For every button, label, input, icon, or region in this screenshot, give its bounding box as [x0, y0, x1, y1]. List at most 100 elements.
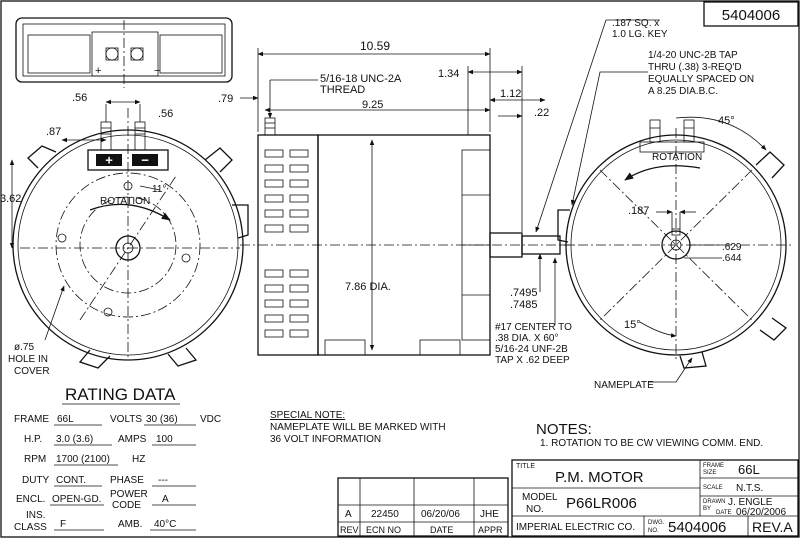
rev-value: A: [345, 509, 352, 520]
ins-label-1: INS.: [26, 510, 45, 521]
amb-value: 40°C: [154, 519, 176, 530]
date-header: DATE: [430, 525, 453, 535]
drawn-label-1: DRAWN: [703, 499, 725, 505]
dwg-label-2: NO.: [648, 528, 659, 534]
right-rotation-label: ROTATION: [652, 152, 702, 163]
frame-value: 66L: [57, 414, 74, 425]
dim-079: .79: [218, 93, 233, 105]
hole-note-2: HOLE IN: [8, 354, 48, 365]
notes: NOTES: 1. ROTATION TO BE CW VIEWING COMM…: [536, 421, 763, 449]
svg-text:−: −: [141, 153, 149, 168]
hz-label: HZ: [132, 454, 145, 465]
ecn-header: ECN NO: [366, 525, 401, 535]
drawn-by: J. ENGLE: [728, 497, 773, 508]
frame-label: FRAME: [14, 414, 49, 425]
shaft-dia-2: .7485: [510, 299, 538, 311]
angle-15: 15°: [624, 319, 641, 331]
dim-diameter: 7.86 DIA.: [345, 281, 391, 293]
key-note-2: 1.0 LG. KEY: [612, 29, 668, 40]
special-note-title: SPECIAL NOTE:: [270, 410, 345, 421]
date-label: DATE: [716, 510, 732, 516]
hole-note-1: ø.75: [14, 342, 34, 353]
scale-value: N.T.S.: [736, 483, 763, 494]
date-value: 06/20/06: [421, 509, 460, 520]
notes-item-1: 1. ROTATION TO BE CW VIEWING COMM. END.: [540, 438, 763, 449]
hp-value: 3.0 (3.6): [56, 434, 93, 445]
dwg-value: 5404006: [668, 519, 726, 536]
rev-header: REV: [340, 525, 359, 535]
special-note: SPECIAL NOTE: NAMEPLATE WILL BE MARKED W…: [270, 410, 446, 445]
dim-087: .87: [46, 126, 61, 138]
title-block: TITLE P.M. MOTOR MODEL NO. P66LR006 IMPE…: [511, 459, 799, 537]
left-rotation-label: ROTATION: [100, 196, 150, 207]
volts-label: VOLTS: [110, 414, 142, 425]
terminal-box-top-view: + −: [15, 17, 233, 88]
rating-title: RATING DATA: [65, 385, 176, 404]
appr-value: JHE: [480, 509, 499, 520]
tap-note-1: 1/4-20 UNC-2B TAP: [648, 50, 738, 61]
drawing-number-top: 5404006: [722, 7, 780, 24]
rev-label: REV.A: [752, 519, 793, 535]
revision-table: A 22450 06/20/06 JHE REV ECN NO DATE APP…: [337, 477, 509, 537]
dim-056-right: .56: [158, 108, 173, 120]
dim-022: .22: [534, 107, 549, 119]
frame-size-value: 66L: [738, 462, 760, 477]
left-end-view: + − ROTATION 11° .56 .56 .87: [0, 92, 249, 377]
dim-134: 1.34: [438, 68, 459, 80]
dim-056-left: .56: [72, 92, 87, 104]
model-value: P66LR006: [566, 495, 637, 512]
dim-112: 1.12: [500, 88, 521, 100]
duty-value: CONT.: [56, 475, 86, 486]
appr-header: APPR: [478, 525, 503, 535]
dwg-label-1: DWG.: [648, 520, 665, 526]
title-value: P.M. MOTOR: [555, 469, 644, 486]
drawing-number-box: 5404006: [703, 1, 799, 27]
notes-title: NOTES:: [536, 421, 592, 438]
center-note-3: 5/16-24 UNF-2B: [495, 344, 568, 355]
amb-label: AMB.: [118, 519, 142, 530]
dim-thread: 5/16-18 UNC-2A: [320, 73, 402, 85]
center-note-4: TAP X .62 DEEP: [495, 355, 570, 366]
phase-label: PHASE: [110, 475, 144, 486]
ecn-value: 22450: [371, 509, 399, 520]
frame-size-label-2: SIZE: [703, 470, 716, 476]
hole-note-3: COVER: [14, 366, 50, 377]
title-label: TITLE: [516, 463, 535, 470]
dim-925: 9.25: [362, 99, 383, 111]
duty-label: DUTY: [22, 475, 50, 486]
right-end-view: ROTATION 45° 1/4-20 UNC-2B TAP THRU (.38…: [557, 50, 792, 391]
rpm-label: RPM: [24, 454, 46, 465]
phase-value: ---: [158, 475, 168, 486]
angle-45: 45°: [718, 115, 735, 127]
tap-note-4: A 8.25 DIA.B.C.: [648, 86, 718, 97]
power-code-label-2: CODE: [112, 500, 141, 511]
terminal-plus-label: +: [95, 65, 101, 77]
encl-value: OPEN-GD.: [52, 494, 101, 505]
tap-note-2: THRU (.38) 3-REQ'D: [648, 62, 742, 73]
volts-value: 30 (36): [146, 414, 178, 425]
rpm-value: 1700 (2100): [56, 454, 110, 465]
center-note-2: .38 DIA. X 60°: [495, 333, 558, 344]
nameplate-label: NAMEPLATE: [594, 380, 654, 391]
rating-data: RATING DATA FRAME 66L VOLTS 30 (36) VDC …: [14, 385, 221, 533]
dim-thread-2: THREAD: [320, 84, 365, 96]
power-code-label-1: POWER: [110, 489, 148, 500]
amps-value: 100: [156, 434, 173, 445]
encl-label: ENCL.: [16, 494, 45, 505]
terminal-minus-label: −: [154, 65, 160, 77]
hp-label: H.P.: [24, 434, 42, 445]
special-note-line-1: NAMEPLATE WILL BE MARKED WITH: [270, 422, 446, 433]
ins-label-2: CLASS: [14, 522, 47, 533]
ins-value: F: [60, 519, 66, 530]
dim-362: 3.62: [0, 193, 21, 205]
dim-overall-length: 10.59: [360, 39, 390, 53]
dim-629: .629: [722, 242, 742, 253]
key-note: .187 SQ. x: [612, 18, 659, 29]
dim-187: .187: [628, 205, 649, 217]
company: IMPERIAL ELECTRIC CO.: [516, 522, 635, 533]
special-note-line-2: 36 VOLT INFORMATION: [270, 434, 381, 445]
center-note-1: #17 CENTER TO: [495, 322, 572, 333]
side-view: 10.59 5/16-18 UNC-2A THREAD .79 9.25 1.3…: [218, 18, 668, 366]
